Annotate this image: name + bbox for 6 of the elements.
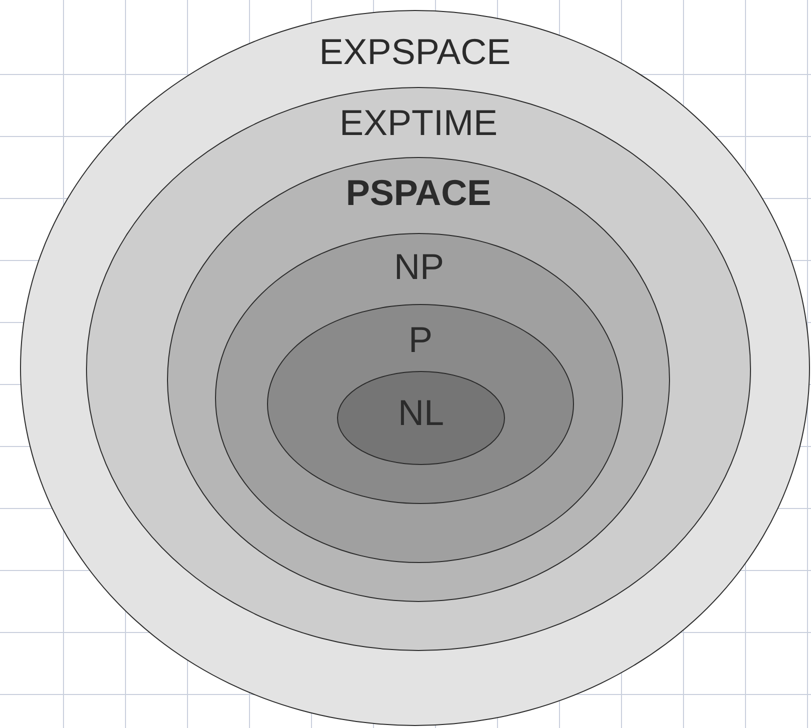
- class-label: NP: [392, 246, 445, 286]
- class-label: PSPACE: [344, 172, 492, 212]
- class-label: EXPSPACE: [318, 32, 512, 72]
- class-label: NL: [396, 392, 446, 432]
- class-label: EXPTIME: [338, 102, 499, 142]
- class-label: P: [407, 320, 434, 360]
